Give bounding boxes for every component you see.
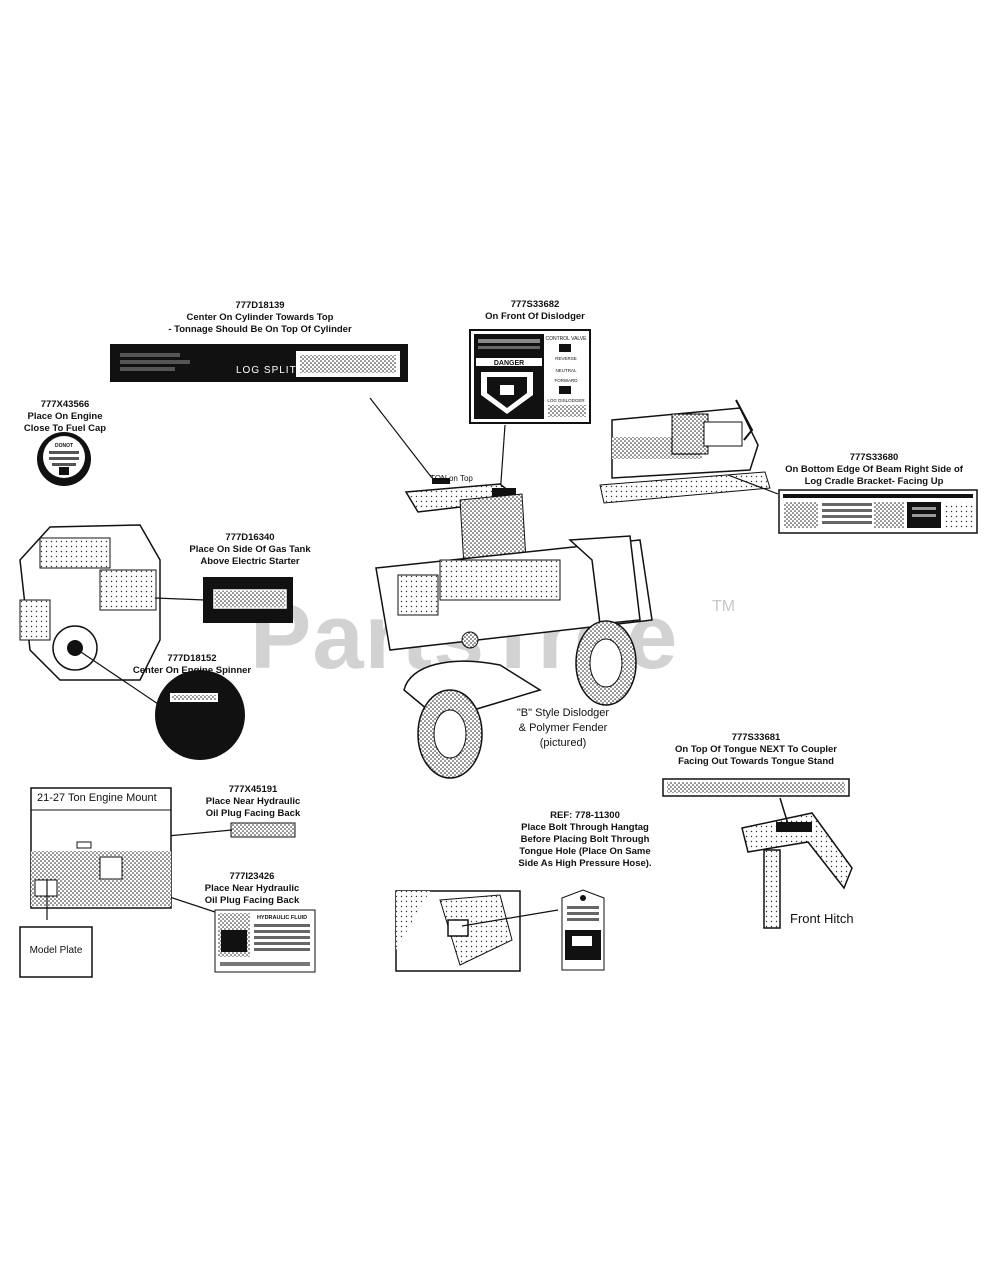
callout-777D18152: 777D18152 Center On Engine Spinner: [122, 653, 262, 677]
placement-line: Place Near Hydraulic: [204, 883, 300, 894]
placement-line: Place Near Hydraulic: [205, 796, 301, 807]
decal-donot: DONOT: [55, 443, 73, 449]
placement-line: Log Cradle Bracket- Facing Up: [804, 476, 944, 487]
model-plate-label: Model Plate: [29, 945, 83, 956]
decal-hydraulic-fluid-text: HYDRAULIC FLUID: [257, 915, 307, 921]
log-splitter-sketch: [369, 397, 653, 779]
decal-log-splitter-text: LOG SPLITTER: [236, 365, 320, 376]
dislodger-line: & Polymer Fender: [518, 722, 608, 734]
decal-reverse: REVERSE: [555, 356, 577, 361]
placement-line: On Top Of Tongue NEXT To Coupler: [674, 744, 837, 755]
callout-777S33682: 777S33682 On Front Of Dislodger: [455, 299, 615, 323]
decal-hydraulic-fluid: HYDRAULIC FLUID: [99, 873, 316, 973]
part-number: 777S33682: [510, 299, 560, 310]
placement-line: Oil Plug Facing Back: [205, 808, 301, 819]
decal-log-dislodger: LOG DISLODGER: [547, 398, 585, 403]
callout-778-11300: REF: 778-11300 Place Bolt Through Hangta…: [500, 810, 670, 870]
watermark-tm: TM: [712, 598, 736, 615]
placement-line: Before Placing Bolt Through: [520, 834, 650, 845]
placement-line: Place Bolt Through Hangtag: [521, 822, 649, 833]
placement-line: Above Electric Starter: [200, 556, 300, 567]
placement-line: Side As High Pressure Hose).: [518, 858, 652, 869]
callout-777S33681: 777S33681 On Top Of Tongue NEXT To Coupl…: [648, 732, 864, 768]
front-hitch-label: Front Hitch: [790, 911, 854, 926]
placement-line: - Tonnage Should Be On Top Of Cylinder: [168, 324, 352, 335]
decal-beam: [778, 489, 978, 534]
beam-sketch: [599, 399, 779, 504]
front-hitch-sketch: [741, 797, 853, 929]
callout-777X43566: 777X43566 Place On Engine Close To Fuel …: [10, 399, 120, 435]
part-number: 777S33681: [731, 732, 781, 743]
placement-line: Center On Engine Spinner: [132, 665, 252, 676]
placement-line: Tongue Hole (Place On Same: [519, 846, 651, 857]
decal-fuel-cap: DONOT: [37, 432, 91, 486]
engine-mount-box: [30, 787, 172, 920]
part-number: 777D18152: [167, 653, 217, 664]
part-number: 777X43566: [40, 399, 90, 410]
callout-777S33680: 777S33680 On Bottom Edge Of Beam Right S…: [768, 452, 980, 488]
dislodger-note: "B" Style Dislodger & Polymer Fender (pi…: [508, 706, 618, 751]
decal-gas-tank: [203, 577, 293, 623]
callout-777X45191: 777X45191 Place Near Hydraulic Oil Plug …: [200, 784, 306, 820]
callout-777I23426: 777I23426 Place Near Hydraulic Oil Plug …: [196, 871, 308, 907]
placement-line: On Bottom Edge Of Beam Right Side of: [785, 464, 963, 475]
part-number: 777X45191: [228, 784, 278, 795]
model-plate-box: [19, 926, 93, 978]
part-number: 777S33680: [849, 452, 899, 463]
dislodger-line: "B" Style Dislodger: [516, 707, 610, 719]
dislodger-line: (pictured): [539, 737, 587, 749]
decal-danger-text: DANGER: [494, 360, 524, 367]
part-number: 777D16340: [225, 532, 275, 543]
decal-engine-spinner: [155, 670, 245, 760]
decal-forward: FORWARD: [555, 378, 579, 383]
decal-control-valve: CONTROL VALVE: [545, 336, 587, 342]
placement-line: Facing Out Towards Tongue Stand: [678, 756, 834, 767]
engine-sketch: [19, 524, 206, 705]
placement-line: Place On Engine: [27, 411, 103, 422]
hangtag-decal: [561, 889, 605, 971]
placement-line: On Front Of Dislodger: [485, 311, 585, 322]
decal-tongue: [662, 778, 850, 797]
engine-mount-title: 21-27 Ton Engine Mount: [37, 792, 157, 804]
callout-777D18139: 777D18139 Center On Cylinder Towards Top…: [140, 300, 380, 336]
decal-neutral: NEUTRAL: [555, 368, 577, 373]
placement-line: Center On Cylinder Towards Top: [186, 312, 334, 323]
placement-line: Place On Side Of Gas Tank: [189, 544, 311, 555]
part-number: 777D18139: [235, 300, 285, 311]
decal-dislodger: DANGER CONTROL VALVE REVERSE NEUTRAL FOR…: [469, 329, 591, 424]
part-number: REF: 778-11300: [550, 810, 620, 821]
placement-line: Close To Fuel Cap: [23, 423, 107, 434]
part-number: 777I23426: [229, 871, 275, 882]
decal-log-splitter: LOG SPLITTER: [110, 344, 408, 382]
placement-line: Oil Plug Facing Back: [204, 895, 300, 906]
hangtag-sketch: [395, 890, 559, 972]
callout-777D16340: 777D16340 Place On Side Of Gas Tank Abov…: [180, 532, 320, 568]
ton-on-top-note: TON on Top: [430, 474, 473, 483]
